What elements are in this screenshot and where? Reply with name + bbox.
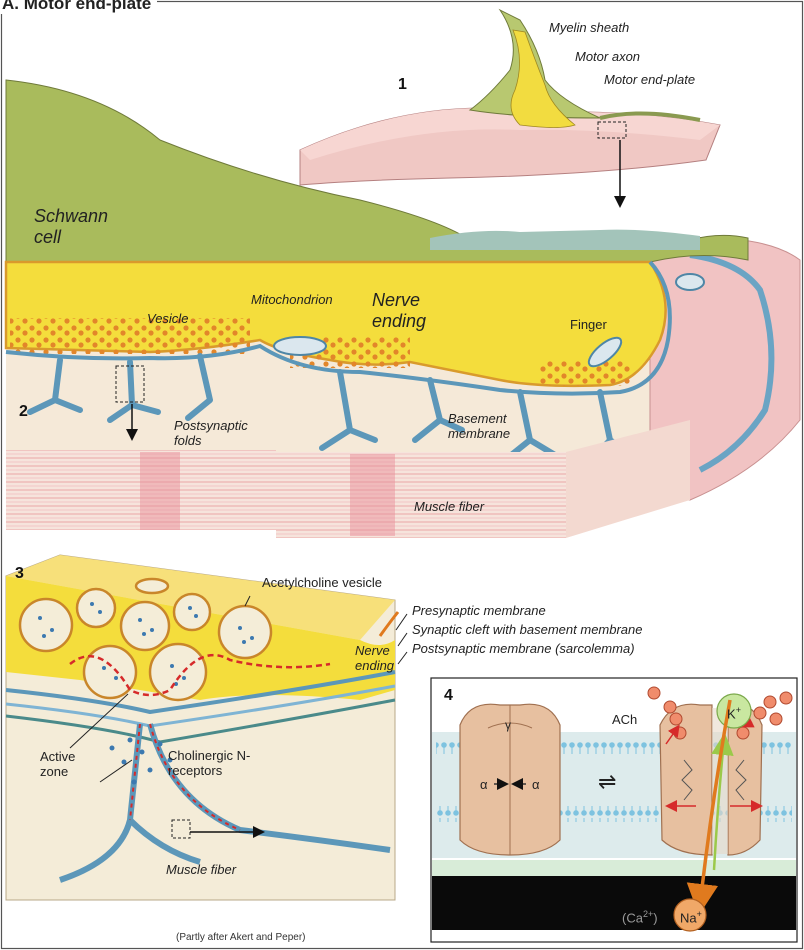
label-alpha-right: α	[532, 777, 540, 792]
label-motor-axon: Motor axon	[575, 49, 640, 64]
label-finger: Finger	[570, 317, 607, 332]
label-gamma: γ	[505, 718, 511, 733]
label-synaptic-cleft: Synaptic cleft with basement membrane	[412, 622, 643, 637]
figure-title: A. Motor end-plate	[0, 0, 157, 14]
label-mitochondrion: Mitochondrion	[251, 292, 333, 307]
panel1-drawing	[300, 10, 720, 205]
label-vesicle: Vesicle	[147, 311, 188, 326]
label-na-ion: Na+	[678, 907, 704, 925]
panel-number-4: 4	[444, 688, 453, 703]
label-active-zone: Active zone	[40, 749, 90, 779]
label-postsynaptic-folds: Postsynaptic folds	[174, 418, 254, 448]
label-acetylcholine-vesicle: Acetylcholine vesicle	[262, 575, 382, 590]
label-motor-end-plate: Motor end-plate	[604, 72, 695, 87]
label-presynaptic-membrane: Presynaptic membrane	[412, 603, 546, 618]
label-nerve-ending-3: Nerve ending	[355, 643, 410, 673]
label-schwann-cell: Schwann cell	[34, 206, 114, 248]
panel-number-1: 1	[398, 77, 407, 92]
figure-credit: (Partly after Akert and Peper)	[176, 932, 306, 943]
equilibrium-arrow: ⇌	[598, 770, 616, 794]
label-ach: ACh	[612, 712, 637, 727]
label-cholinergic-receptors: Cholinergic N-receptors	[168, 748, 278, 778]
label-postsynaptic-membrane: Postsynaptic membrane (sarcolemma)	[412, 641, 635, 656]
label-muscle-fiber-3: Muscle fiber	[166, 862, 236, 877]
panel-number-3: 3	[15, 566, 24, 581]
label-nerve-ending: Nerve ending	[372, 290, 442, 332]
label-k-ion: K+	[721, 703, 747, 721]
label-ca-ion: (Ca2+)	[622, 907, 658, 925]
label-myelin-sheath: Myelin sheath	[549, 20, 629, 35]
panel-number-2: 2	[19, 404, 28, 419]
label-alpha-left: α	[480, 777, 488, 792]
label-basement-membrane: Basement membrane	[448, 411, 538, 441]
label-muscle-fiber-2: Muscle fiber	[414, 499, 484, 514]
panel3-drawing	[6, 555, 407, 900]
